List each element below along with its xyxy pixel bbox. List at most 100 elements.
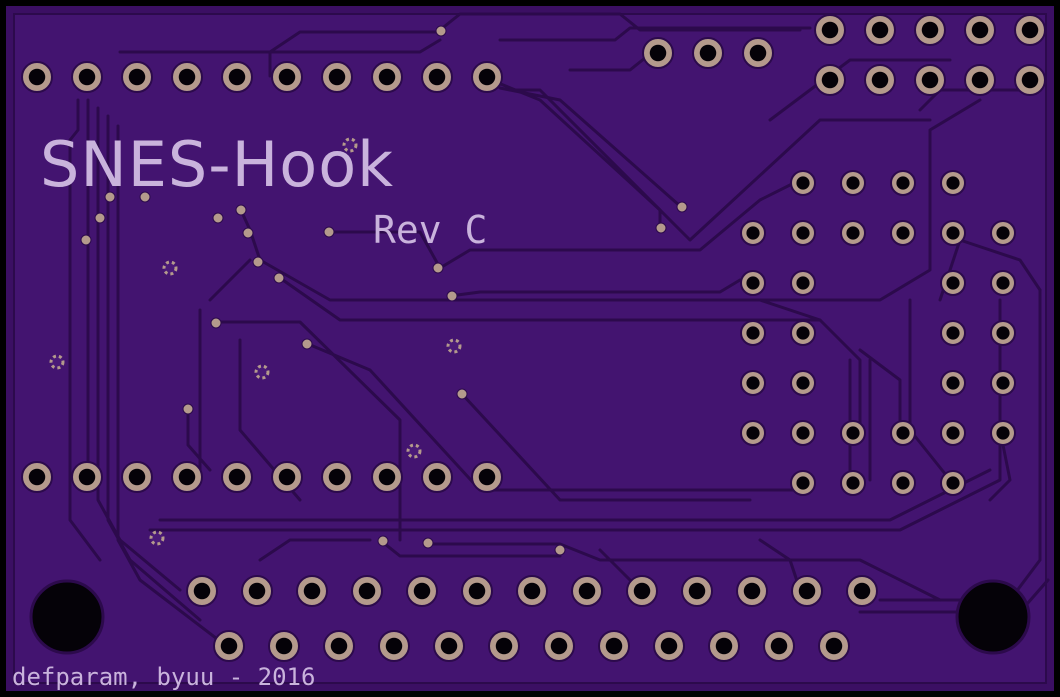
pad-drill <box>796 326 810 340</box>
pad-drill <box>853 582 871 600</box>
pad-drill <box>846 476 860 490</box>
pad-drill <box>328 468 346 486</box>
board-credit: defparam, byuu - 2016 <box>12 663 316 691</box>
pad-drill <box>220 637 238 655</box>
pad-drill <box>378 68 396 86</box>
pad-drill <box>946 376 960 390</box>
pad-drill <box>796 176 810 190</box>
pad-drill <box>715 637 733 655</box>
pad-drill <box>821 71 839 89</box>
pad-drill <box>846 226 860 240</box>
pad-drill <box>996 326 1010 340</box>
pad-drill <box>378 468 396 486</box>
pad-drill <box>248 582 266 600</box>
pad-drill <box>550 637 568 655</box>
pad-drill <box>796 426 810 440</box>
pad-drill <box>946 176 960 190</box>
pad-drill <box>330 637 348 655</box>
pad-drill <box>428 468 446 486</box>
pad-drill <box>946 326 960 340</box>
board-revision: Rev C <box>373 208 488 252</box>
pad-drill <box>275 637 293 655</box>
pad-group <box>21 14 1046 662</box>
board-title: SNES-Hook <box>40 128 395 201</box>
pad-drill <box>688 582 706 600</box>
pad-drill <box>385 637 403 655</box>
pad-drill <box>746 276 760 290</box>
pad-drill <box>946 276 960 290</box>
pad-drill <box>746 326 760 340</box>
pad-drill <box>303 582 321 600</box>
pad-drill <box>178 68 196 86</box>
pad-drill <box>746 426 760 440</box>
pad-drill <box>193 582 211 600</box>
pad-drill <box>770 637 788 655</box>
pad-drill <box>796 276 810 290</box>
pad-drill <box>871 71 889 89</box>
pad-drill <box>821 21 839 39</box>
pad-drill <box>871 21 889 39</box>
pad-drill <box>796 226 810 240</box>
pad-drill <box>1021 21 1039 39</box>
pad-drill <box>78 468 96 486</box>
pad-drill <box>846 426 860 440</box>
pad-drill <box>78 68 96 86</box>
pad-drill <box>996 276 1010 290</box>
pad-drill <box>413 582 431 600</box>
pad-drill <box>605 637 623 655</box>
pad-drill <box>649 44 667 62</box>
pad-drill <box>921 71 939 89</box>
mounting-hole-group <box>29 579 1031 655</box>
pad-drill <box>921 21 939 39</box>
pad-drill <box>478 468 496 486</box>
pad-drill <box>128 68 146 86</box>
pad-drill <box>796 376 810 390</box>
pad-drill <box>633 582 651 600</box>
pad-drill <box>468 582 486 600</box>
pad-drill <box>228 68 246 86</box>
pad-drill <box>28 68 46 86</box>
pad-drill <box>478 68 496 86</box>
pad-drill <box>178 468 196 486</box>
pad-drill <box>278 68 296 86</box>
pad-drill <box>896 476 910 490</box>
pad-drill <box>743 582 761 600</box>
pad-drill <box>278 468 296 486</box>
pad-drill <box>1021 71 1039 89</box>
pad-drill <box>825 637 843 655</box>
pad-drill <box>28 468 46 486</box>
pad-drill <box>896 226 910 240</box>
trace-layer <box>68 12 1050 647</box>
pad-drill <box>798 582 816 600</box>
pad-drill <box>699 44 717 62</box>
pad-drill <box>328 68 346 86</box>
pad-drill <box>440 637 458 655</box>
pad-drill <box>946 476 960 490</box>
pad-drill <box>996 226 1010 240</box>
pad-drill <box>749 44 767 62</box>
pad-drill <box>523 582 541 600</box>
pad-drill <box>971 21 989 39</box>
pad-drill <box>746 226 760 240</box>
pad-drill <box>660 637 678 655</box>
pad-drill <box>846 176 860 190</box>
pad-drill <box>796 476 810 490</box>
pad-drill <box>228 468 246 486</box>
pad-drill <box>495 637 513 655</box>
thermal-via-group <box>49 137 462 546</box>
pad-drill <box>578 582 596 600</box>
pad-drill <box>128 468 146 486</box>
pad-drill <box>896 426 910 440</box>
pad-drill <box>946 426 960 440</box>
pad-drill <box>428 68 446 86</box>
pad-drill <box>996 376 1010 390</box>
pad-drill <box>946 226 960 240</box>
pad-drill <box>358 582 376 600</box>
pad-drill <box>746 376 760 390</box>
pad-drill <box>896 176 910 190</box>
copper-pour <box>13 13 1047 684</box>
pad-drill <box>971 71 989 89</box>
pad-drill <box>996 426 1010 440</box>
via-group <box>80 25 688 556</box>
